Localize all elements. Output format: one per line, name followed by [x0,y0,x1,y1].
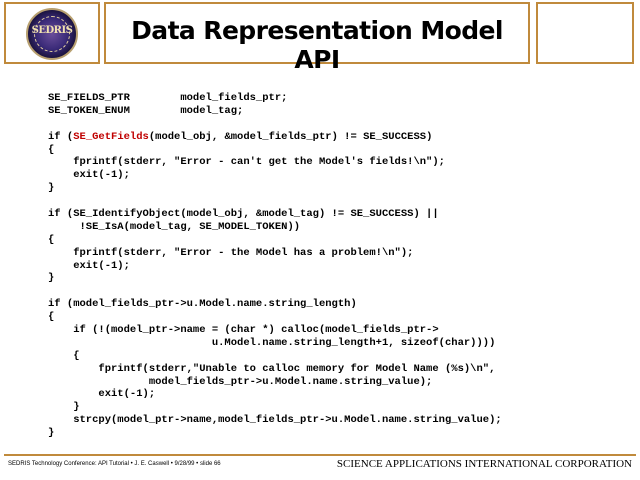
code-line: SE_FIELDS_PTR model_fields_ptr; [48,92,288,104]
footer-divider [4,454,636,456]
logo-panel: SEDRIS [4,2,100,64]
footer-credit: SEDRIS Technology Conference: API Tutori… [8,461,221,467]
code-line: { [48,233,55,246]
code-line: if (!(model_ptr->name = (char *) calloc(… [48,324,439,337]
code-line: } [48,272,55,285]
logo-ring [34,16,70,52]
code-line: exit(-1); [48,388,156,401]
highlighted-function: SE_GetFields [73,130,149,143]
code-line: if (SE_GetFields(model_obj, &model_field… [48,130,433,143]
code-line: fprintf(stderr, "Error - can't get the M… [48,156,445,169]
code-line: } [48,401,80,414]
logo-text: SEDRIS [31,25,73,36]
code-line: if (SE_IdentifyObject(model_obj, &model_… [48,208,439,221]
code-line: { [48,311,55,324]
slide-title: Data Representation Model API [131,16,503,74]
code-line: exit(-1); [48,259,130,272]
code-line: !SE_IsA(model_tag, SE_MODEL_TOKEN)) [48,220,301,233]
code-line: model_fields_ptr->u.Model.name.string_va… [48,375,433,388]
code-line: } [48,427,55,440]
sedris-logo: SEDRIS [26,8,78,60]
code-line: { [48,143,55,156]
code-line: SE_TOKEN_ENUM model_tag; [48,104,244,117]
code-line: { [48,349,80,362]
code-line: exit(-1); [48,169,130,182]
footer-company: SCIENCE APPLICATIONS INTERNATIONAL CORPO… [336,458,632,470]
code-line [48,118,502,131]
code-line: strcpy(model_ptr->name,model_fields_ptr-… [48,414,502,427]
code-line [48,285,502,298]
title-panel: Data Representation Model API [104,2,530,74]
code-line: } [48,182,55,195]
right-panel [536,2,634,64]
code-line [48,195,502,208]
code-line: fprintf(stderr,"Unable to calloc memory … [48,362,496,375]
code-line: if (model_fields_ptr->u.Model.name.strin… [48,298,357,311]
code-line: u.Model.name.string_length+1, sizeof(cha… [48,336,496,349]
code-line: fprintf(stderr, "Error - the Model has a… [48,246,414,259]
code-block: SE_FIELDS_PTR model_fields_ptr;SE_TOKEN_… [48,92,502,440]
